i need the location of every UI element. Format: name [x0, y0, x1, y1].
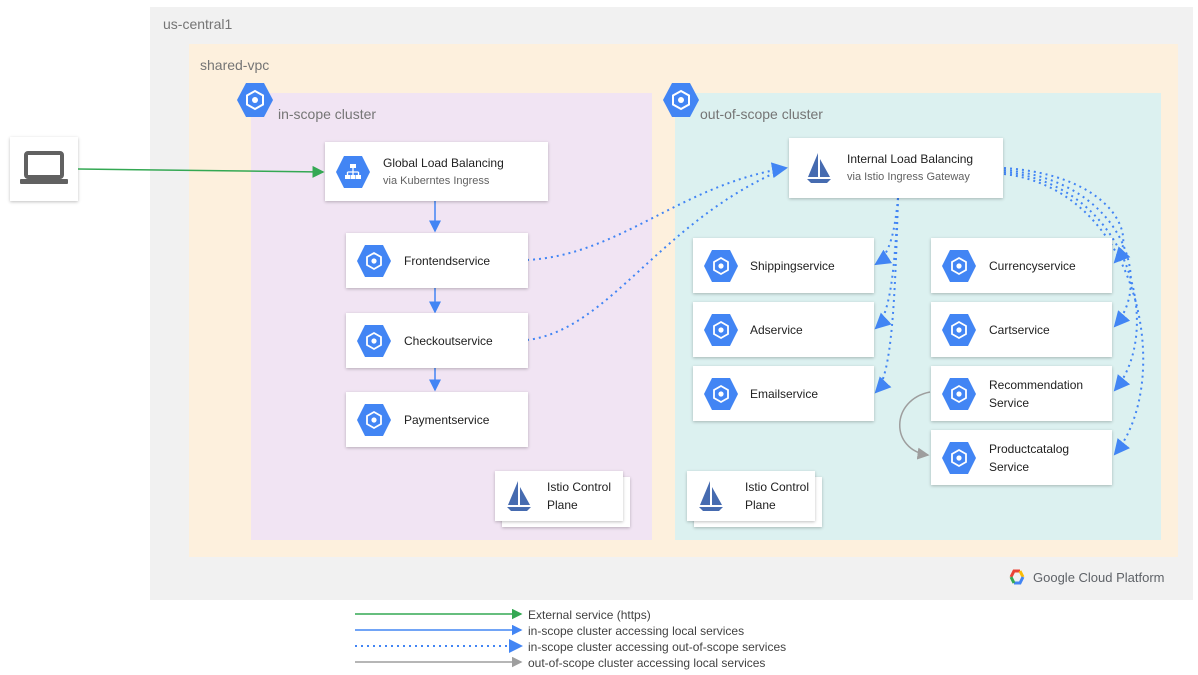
in-scope-istio-control-plane-card[interactable]: Istio Control Plane — [495, 471, 623, 521]
productcatalogservice-card[interactable]: Productcatalog Service — [931, 430, 1112, 485]
productcatalogservice-label: Productcatalog Service — [989, 441, 1070, 474]
kubernetes-engine-icon — [942, 313, 976, 346]
out-of-scope-cluster-gke-icon — [663, 83, 699, 117]
adservice-label: Adservice — [750, 322, 803, 337]
google-cloud-platform-brand: Google Cloud Platform — [1006, 568, 1165, 586]
laptop-icon — [20, 151, 68, 184]
legend-lines — [355, 608, 523, 668]
recommendationservice-card[interactable]: Recommendation Service — [931, 366, 1112, 421]
connector-layer — [77, 162, 1145, 460]
cartservice-card[interactable]: Cartservice — [931, 302, 1112, 357]
ilb-to-shipping-connector — [874, 197, 899, 266]
frontendservice-card[interactable]: Frontendservice — [346, 233, 528, 288]
in-scope-istio-label: Istio Control Plane — [547, 480, 612, 512]
kubernetes-engine-icon — [704, 313, 738, 346]
in-scope-cluster-label: in-scope cluster — [278, 106, 377, 122]
currencyservice-label: Currencyservice — [989, 258, 1076, 273]
currencyservice-card[interactable]: Currencyservice — [931, 238, 1112, 293]
istio-sail-icon — [507, 481, 531, 511]
google-cloud-logo — [1009, 569, 1025, 585]
load-balancing-icon — [336, 155, 370, 188]
recommendation-to-productcatalog-connector — [899, 391, 931, 460]
client-laptop — [10, 137, 78, 201]
legend-label-in-scope-local: in-scope cluster accessing local service… — [528, 624, 745, 638]
frontendservice-label: Frontendservice — [404, 253, 491, 268]
vpc-label: shared-vpc — [200, 57, 270, 73]
checkoutservice-label: Checkoutservice — [404, 333, 493, 348]
out-of-scope-istio-label: Istio Control Plane — [745, 480, 810, 512]
out-of-scope-cluster-label: out-of-scope cluster — [700, 106, 823, 122]
ilb-to-email-connector — [874, 197, 899, 394]
internal-load-balancing-title: Internal Load Balancing — [847, 152, 974, 166]
internal-load-balancing-subtitle: via Istio Ingress Gateway — [847, 171, 970, 183]
ilb-to-cart-connector — [1003, 169, 1132, 328]
kubernetes-engine-icon — [357, 324, 391, 357]
paymentservice-label: Paymentservice — [404, 412, 490, 427]
google-cloud-platform-label: Google Cloud Platform — [1033, 569, 1165, 585]
ilb-to-currency-connector — [1003, 167, 1131, 264]
kubernetes-engine-icon — [357, 403, 391, 436]
recommendationservice-label: Recommendation Service — [989, 377, 1084, 410]
in-scope-cluster-gke-icon — [237, 83, 273, 117]
global-load-balancing-title: Global Load Balancing — [383, 155, 504, 170]
kubernetes-engine-icon — [942, 441, 976, 474]
istio-sail-icon — [699, 481, 723, 511]
ilb-to-productcatalog-connector — [1003, 173, 1145, 456]
frontend-to-ilb-connector — [526, 162, 788, 261]
ilb-to-ad-connector — [874, 197, 899, 330]
legend-label-in-scope-out-of-scope: in-scope cluster accessing out-of-scope … — [528, 640, 787, 654]
kubernetes-engine-icon — [942, 249, 976, 282]
internal-load-balancing-text: Internal Load Balancing via Istio Ingres… — [847, 150, 995, 186]
checkoutservice-card[interactable]: Checkoutservice — [346, 313, 528, 368]
shippingservice-label: Shippingservice — [750, 258, 835, 273]
region-label: us-central1 — [163, 16, 233, 32]
out-of-scope-istio-control-plane-card[interactable]: Istio Control Plane — [687, 471, 815, 521]
kubernetes-engine-icon — [942, 377, 976, 410]
emailservice-label: Emailservice — [750, 386, 819, 401]
global-load-balancing-text: Global Load Balancing via Kuberntes Ingr… — [383, 154, 540, 190]
cartservice-label: Cartservice — [989, 322, 1050, 337]
paymentservice-card[interactable]: Paymentservice — [346, 392, 528, 447]
kubernetes-engine-icon — [357, 244, 391, 277]
adservice-card[interactable]: Adservice — [693, 302, 874, 357]
internal-load-balancing-card[interactable]: Internal Load Balancing via Istio Ingres… — [789, 138, 1003, 198]
kubernetes-engine-icon — [704, 249, 738, 282]
global-load-balancing-card[interactable]: Global Load Balancing via Kuberntes Ingr… — [325, 142, 548, 201]
kubernetes-engine-icon — [704, 377, 738, 410]
istio-sail-icon — [807, 153, 831, 183]
emailservice-card[interactable]: Emailservice — [693, 366, 874, 421]
legend-label-external: External service (https) — [528, 608, 651, 622]
global-load-balancing-subtitle: via Kuberntes Ingress — [383, 174, 490, 187]
legend-label-out-of-scope-local: out-of-scope cluster accessing local ser… — [528, 656, 766, 670]
shippingservice-card[interactable]: Shippingservice — [693, 238, 874, 293]
external-https-connector — [77, 165, 325, 178]
